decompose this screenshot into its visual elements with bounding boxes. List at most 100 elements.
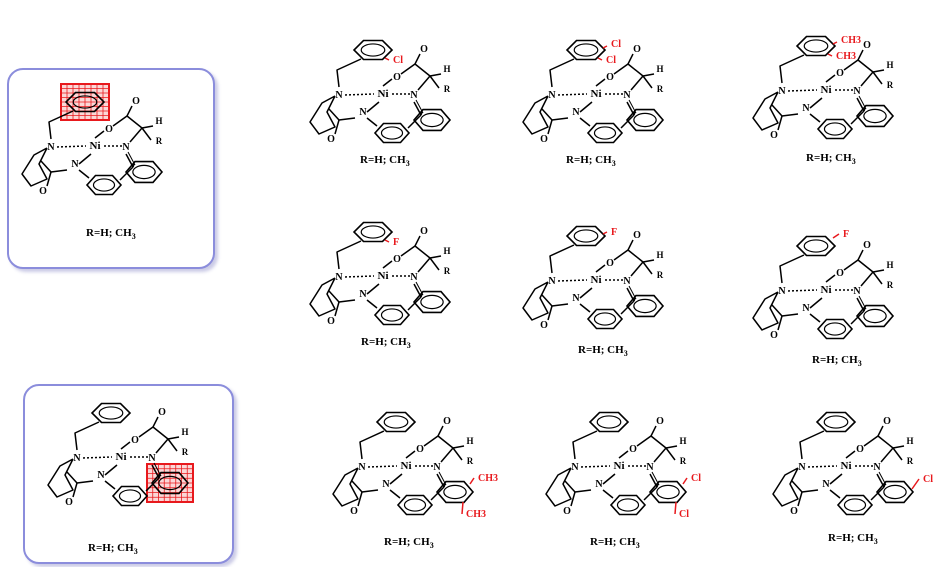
- proline-co-bond: [777, 315, 783, 331]
- substituent-bond-2: [597, 57, 603, 61]
- carbonyl-bond: [877, 425, 884, 437]
- proline-carbonyl-chain: [541, 108, 569, 121]
- benzyl-ring-inner: [803, 239, 829, 253]
- imine-nitrogen: N: [853, 286, 861, 297]
- alpha-hydrogen: H: [443, 246, 450, 256]
- carbonyl-bond: [627, 53, 634, 65]
- carbonyl-oxygen: O: [420, 226, 428, 237]
- proline-ring: [309, 277, 336, 317]
- c-phenyl-ring: [150, 471, 190, 495]
- r-group: R: [444, 266, 451, 276]
- benzyl-ring: [565, 39, 607, 61]
- proline-carbonyl-chain: [771, 104, 799, 117]
- carboxyl-bond: [613, 249, 644, 263]
- proline-ring: [752, 291, 779, 331]
- proline-co-bond: [777, 115, 783, 131]
- benzyl-ch2-bond: [336, 58, 362, 88]
- alpha-n-bond: [860, 271, 874, 287]
- c-phenyl-ring: [648, 480, 688, 504]
- r-group: R: [887, 80, 894, 90]
- compound-1-caption: R=H; CH3: [360, 154, 410, 169]
- benzyl-ring: [64, 91, 106, 113]
- alpha-n-bond: [860, 71, 874, 87]
- aminobenzophenone-ring-inner: [380, 308, 404, 322]
- proline-oxygen: O: [39, 186, 47, 197]
- benzyl-ring-inner: [596, 415, 622, 429]
- c-phenyl-ring: [625, 108, 665, 132]
- phenyl-link: [863, 307, 866, 312]
- proline-nitrogen: N: [335, 90, 343, 101]
- ni-n-amide-bond: [829, 473, 843, 485]
- carbonyl-bond: [627, 239, 634, 251]
- ni-n-pro-bond: [807, 465, 838, 468]
- ni-n-pro-bond: [344, 93, 375, 96]
- nickel-atom: Ni: [378, 88, 389, 100]
- amide-aryl-bond: [104, 480, 116, 490]
- c-phenyl-ring: [875, 480, 915, 504]
- amide-nitrogen: N: [382, 479, 390, 490]
- c-phenyl-ring-inner: [863, 308, 887, 324]
- carbonyl-oxygen: O: [883, 416, 891, 427]
- c-phenyl-ring-inner: [158, 475, 182, 491]
- ni-n-pro-bond: [56, 145, 87, 148]
- nickel-atom: Ni: [401, 460, 412, 472]
- benzyl-ch2-bond: [48, 110, 74, 140]
- phenyl-link: [443, 483, 446, 488]
- substituent-label-2: CH3: [836, 51, 856, 62]
- alpha-r-bond: [429, 257, 440, 271]
- carbonyl-bond: [857, 249, 864, 261]
- carbonyl-oxygen: O: [132, 96, 140, 107]
- substituent-bond-1: [911, 478, 920, 490]
- c-phenyl-ring-inner: [863, 108, 887, 124]
- carboxyl-bond: [863, 435, 894, 449]
- imine-nitrogen: N: [853, 86, 861, 97]
- amide-nitrogen: N: [97, 470, 105, 481]
- substituent-label-1: F: [611, 227, 617, 238]
- substituent-bond-1: [832, 41, 838, 45]
- c-phenyl-ring-inner: [633, 112, 657, 128]
- ni-n-amide-bond: [602, 473, 616, 485]
- benzyl-ring-inner: [823, 415, 849, 429]
- carbonyl-oxygen: O: [633, 230, 641, 241]
- phenyl-link: [420, 111, 423, 116]
- alpha-n-bond: [880, 447, 894, 463]
- alpha-r-bond: [141, 127, 152, 141]
- carboxyl-bond: [613, 63, 644, 77]
- ni-n-amide-bond: [366, 283, 380, 295]
- carboxylate-oxygen: O: [105, 124, 113, 135]
- nickel-atom: Ni: [90, 140, 101, 152]
- proline-carbonyl-chain: [564, 480, 592, 493]
- proline-carbonyl-chain: [771, 304, 799, 317]
- phenyl-link: [132, 163, 135, 168]
- ni-n-amide-bond: [104, 464, 118, 476]
- proline-co-bond: [570, 491, 576, 507]
- proline-oxygen: O: [327, 316, 335, 327]
- ni-o-bond: [825, 74, 836, 83]
- aminobenzophenone-ring: [586, 308, 624, 330]
- nickel-atom: Ni: [614, 460, 625, 472]
- nickel-atom: Ni: [116, 451, 127, 463]
- phenyl-link: [420, 293, 423, 298]
- carboxyl-bond: [423, 435, 454, 449]
- amide-aryl-bond: [366, 117, 378, 127]
- ni-n-pro-bond: [344, 275, 375, 278]
- aminobenzophenone-ring: [816, 318, 854, 340]
- proline-nitrogen: N: [571, 462, 579, 473]
- proline-carbonyl-chain: [66, 471, 94, 484]
- carboxyl-bond: [400, 63, 431, 77]
- ni-o-bond: [382, 260, 393, 269]
- imine-nitrogen: N: [410, 272, 418, 283]
- compound-5-caption: R=H; CH3: [578, 344, 628, 359]
- proline-oxygen: O: [540, 320, 548, 331]
- nickel-atom: Ni: [821, 284, 832, 296]
- carbonyl-oxygen: O: [443, 416, 451, 427]
- aminobenzophenone-ring-inner: [403, 498, 427, 512]
- proline-carbonyl-chain: [541, 294, 569, 307]
- benzyl-ch2-bond: [549, 58, 575, 88]
